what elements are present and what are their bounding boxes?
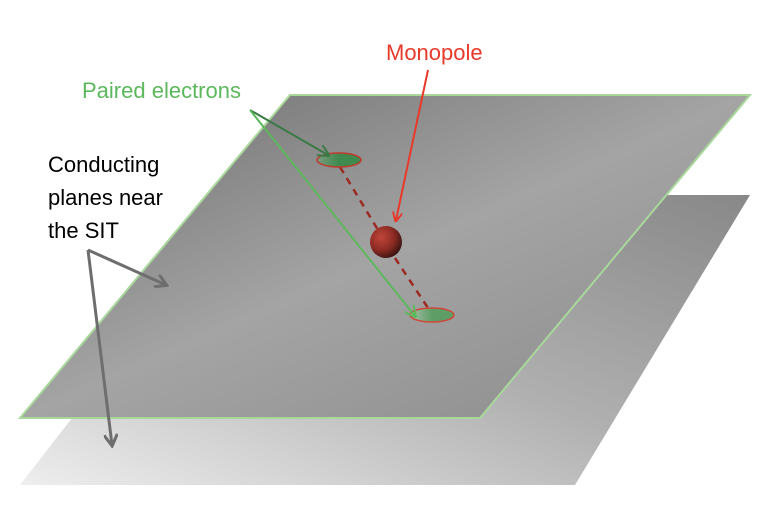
plane-arrow-top: [87, 248, 166, 285]
plane-arrow-bottom: [86, 249, 112, 445]
conducting-planes-label-line3: the SIT: [48, 218, 119, 243]
conducting-planes-label-line2: planes near: [48, 185, 163, 210]
monopole-label: Monopole: [386, 40, 483, 65]
conducting-planes-label-line1: Conducting: [48, 152, 159, 177]
flux-dashed-line-lower: [393, 257, 434, 315]
monopole-arrow: [396, 69, 429, 220]
upper-electron-ellipse: [316, 152, 362, 168]
electron-arrow-lower: [249, 109, 415, 316]
paired-electrons-label: Paired electrons: [82, 78, 241, 103]
lower-electron-ellipse: [409, 307, 455, 323]
electron-arrow-upper: [249, 109, 328, 155]
monopole-sphere: [370, 226, 402, 258]
